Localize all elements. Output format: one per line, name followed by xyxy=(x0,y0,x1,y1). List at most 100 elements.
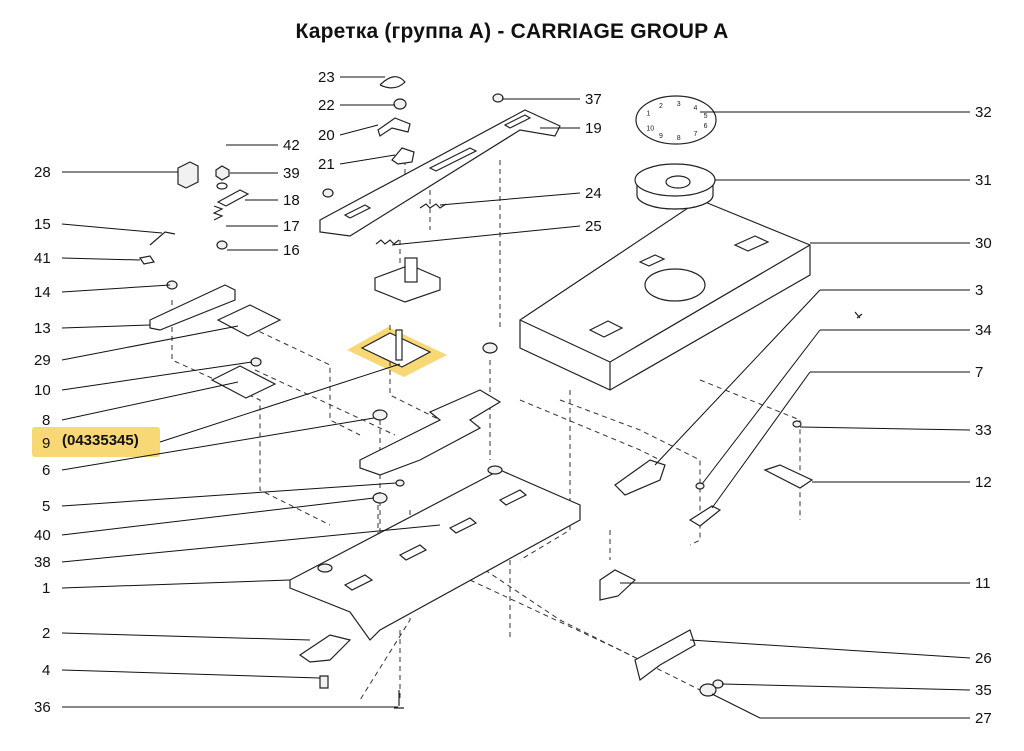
dial-number: 6 xyxy=(704,123,708,130)
part-16-pin xyxy=(216,240,228,250)
part-28-block xyxy=(177,161,199,189)
dial-number: 1 xyxy=(646,110,650,117)
part-15-spring xyxy=(149,231,176,246)
part-4-screw xyxy=(319,675,329,689)
part-upper-washer xyxy=(482,342,498,354)
dial-number: 7 xyxy=(694,131,698,138)
label-16: 16 xyxy=(283,242,300,259)
part-19-screw xyxy=(322,188,334,198)
label-1: 1 xyxy=(42,580,50,597)
label-5: 5 xyxy=(42,498,50,515)
label-26: 26 xyxy=(975,650,992,667)
label-22: 22 xyxy=(318,97,335,114)
label-27: 27 xyxy=(975,710,992,727)
part-13-bracket xyxy=(149,284,236,331)
part-37-screw xyxy=(492,93,504,103)
dial-number: 8 xyxy=(677,135,681,142)
dial-number: 9 xyxy=(659,133,663,140)
latch-post xyxy=(404,257,418,283)
part-labels: 23 22 20 21 37 19 24 25 32 31 30 3 34 7 … xyxy=(34,69,992,727)
label-36: 36 xyxy=(34,699,51,716)
part-7-bracket xyxy=(688,505,722,527)
part-9-tab xyxy=(395,329,403,361)
part-12-bracket xyxy=(763,464,814,489)
part-18-plate xyxy=(216,189,250,207)
label-39: 39 xyxy=(283,165,300,182)
part-27-knob xyxy=(699,683,717,697)
part-1-base-plate xyxy=(289,465,581,641)
part-3-latch xyxy=(614,459,666,496)
part-24-spring xyxy=(419,203,447,209)
label-13: 13 xyxy=(34,320,51,337)
label-33: 33 xyxy=(975,422,992,439)
dial-number: 3 xyxy=(677,101,681,108)
part-11-bracket xyxy=(599,569,637,601)
label-10: 10 xyxy=(34,382,51,399)
dial-number: 5 xyxy=(704,113,708,120)
part-22-cap xyxy=(393,98,407,110)
label-6: 6 xyxy=(42,462,50,479)
part-6-washer xyxy=(372,409,388,421)
label-25: 25 xyxy=(585,218,602,235)
dial-number: 4 xyxy=(694,105,698,112)
label-8: 8 xyxy=(42,412,50,429)
dial-number: 10 xyxy=(646,126,654,133)
label-9: 9 xyxy=(42,435,50,452)
label-18: 18 xyxy=(283,192,300,209)
part-9-code: (04335345) xyxy=(62,432,139,449)
label-32: 32 xyxy=(975,104,992,121)
label-31: 31 xyxy=(975,172,992,189)
label-4: 4 xyxy=(42,662,50,679)
label-42: 42 xyxy=(283,137,300,154)
label-28: 28 xyxy=(34,164,51,181)
label-37: 37 xyxy=(585,91,602,108)
part-17-spring xyxy=(212,205,224,221)
label-23: 23 xyxy=(318,69,335,86)
label-15: 15 xyxy=(34,216,51,233)
small-pin xyxy=(854,311,863,319)
label-12: 12 xyxy=(975,474,992,491)
part-33-screw xyxy=(792,420,802,428)
label-35: 35 xyxy=(975,682,992,699)
part-2-wedge xyxy=(298,634,352,663)
label-2: 2 xyxy=(42,625,50,642)
part-41-clip xyxy=(139,255,155,265)
label-14: 14 xyxy=(34,284,51,301)
part-21-latch xyxy=(391,147,415,165)
label-17: 17 xyxy=(283,218,300,235)
label-19: 19 xyxy=(585,120,602,137)
part-40-washer xyxy=(372,492,388,504)
label-38: 38 xyxy=(34,554,51,571)
part-19-plate xyxy=(319,109,561,237)
leader-lines xyxy=(61,76,971,719)
label-34: 34 xyxy=(975,322,992,339)
label-7: 7 xyxy=(975,364,983,381)
part-30-cover xyxy=(519,199,811,391)
part-25-spring xyxy=(375,239,400,245)
part-34-screw xyxy=(695,482,705,490)
part-42-nut xyxy=(215,165,230,181)
label-21: 21 xyxy=(318,156,335,173)
label-24: 24 xyxy=(585,185,602,202)
label-40: 40 xyxy=(34,527,51,544)
part-39-washer xyxy=(216,182,228,190)
label-11: 11 xyxy=(975,575,991,592)
label-30: 30 xyxy=(975,235,992,252)
label-41: 41 xyxy=(34,250,51,267)
label-29: 29 xyxy=(34,352,51,369)
part-6-plate xyxy=(359,389,502,476)
part-36-screw xyxy=(394,690,404,709)
highlight-label-box xyxy=(32,427,160,457)
part-26-holder xyxy=(634,629,696,682)
part-5-nut xyxy=(395,479,405,487)
part-29-slider xyxy=(216,304,282,337)
part-20-bracket xyxy=(377,117,411,137)
dial-number: 2 xyxy=(659,103,663,110)
part-31-knob xyxy=(634,163,716,210)
label-20: 20 xyxy=(318,127,335,144)
page-title: Каретка (группа А) - CARRIAGE GROUP A xyxy=(295,20,729,43)
part-23-spring xyxy=(379,76,406,89)
